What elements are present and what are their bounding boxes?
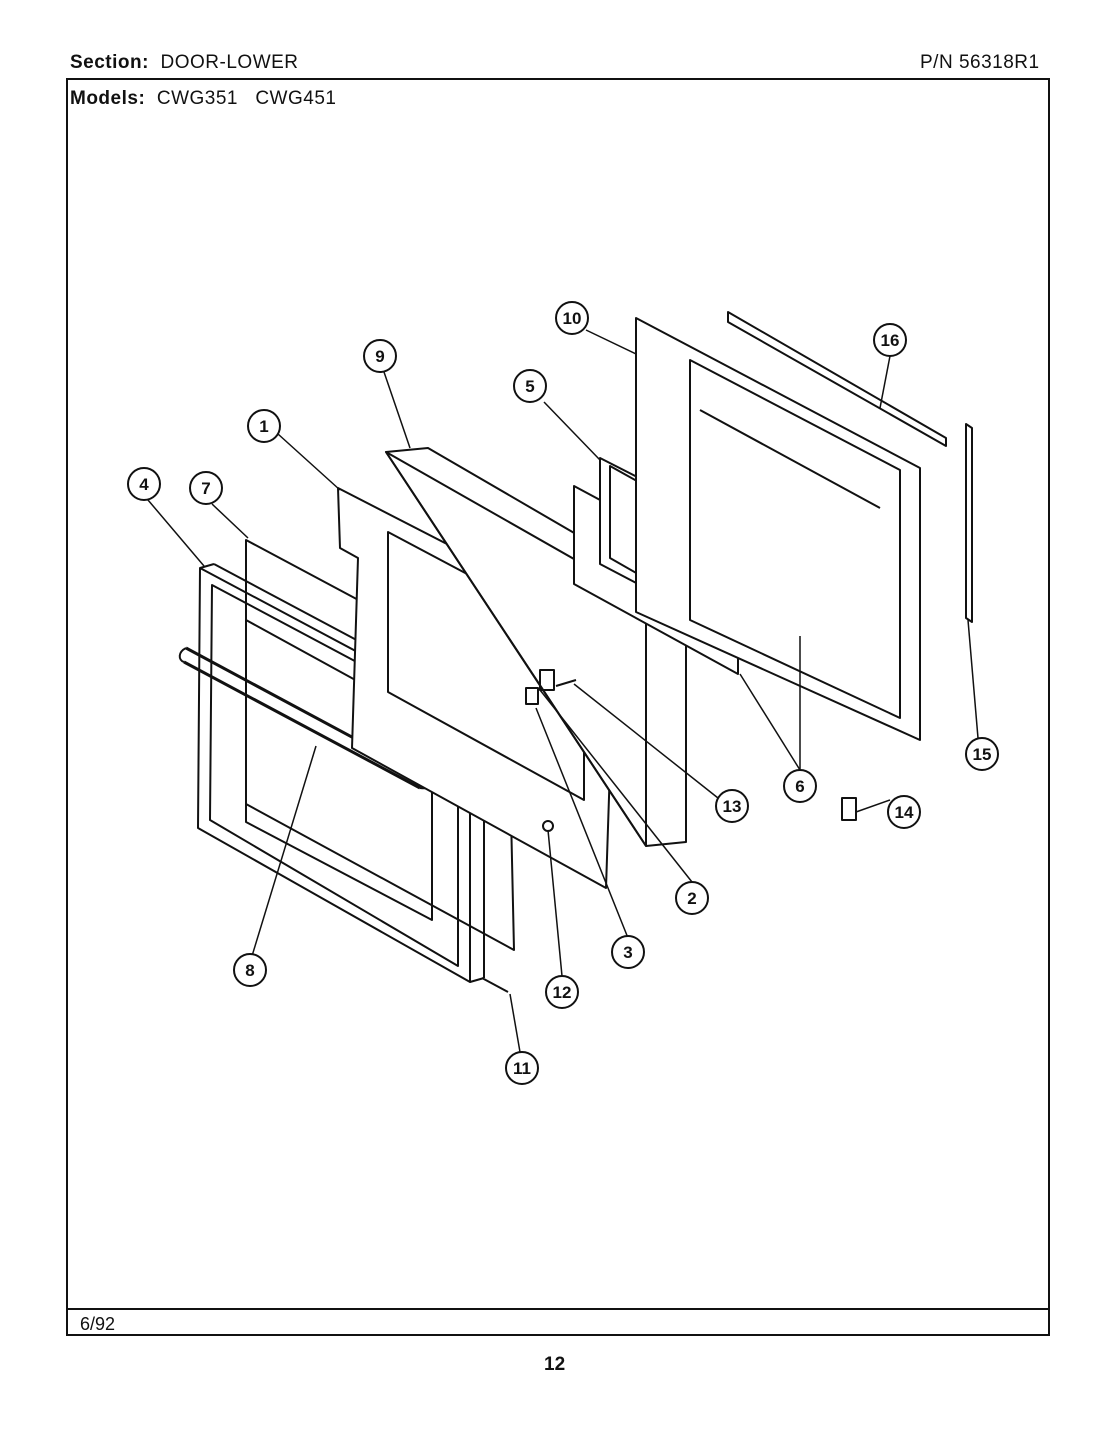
callout-10: 10: [555, 301, 589, 335]
callout-3: 3: [611, 935, 645, 969]
section-value: DOOR-LOWER: [160, 52, 299, 73]
svg-text:3: 3: [623, 943, 632, 962]
callout-9: 9: [363, 339, 397, 373]
svg-text:5: 5: [525, 377, 534, 396]
footer-date-box: 6/92: [66, 1308, 1050, 1336]
side-strip: [965, 423, 973, 623]
page-number: 12: [544, 1354, 566, 1375]
section-header: Section: DOOR-LOWER: [70, 52, 299, 74]
svg-text:10: 10: [563, 309, 582, 328]
callout-16: 16: [873, 323, 907, 357]
svg-text:6: 6: [795, 777, 804, 796]
models-line: Models: CWG351 CWG451: [70, 88, 336, 110]
svg-text:16: 16: [881, 331, 900, 350]
callout-4: 4: [127, 467, 161, 501]
models-label: Models:: [70, 88, 146, 109]
part-number: P/N 56318R1: [920, 52, 1040, 73]
top-strip: [727, 311, 947, 447]
callout-11: 11: [505, 1051, 539, 1085]
callout-13: 13: [715, 789, 749, 823]
small-bracket: [539, 669, 555, 691]
callout-2: 2: [675, 881, 709, 915]
svg-text:12: 12: [553, 983, 572, 1002]
svg-text:7: 7: [201, 479, 210, 498]
screw-13: [555, 679, 577, 687]
svg-text:14: 14: [895, 803, 914, 822]
model-1: CWG351: [156, 88, 238, 109]
leader-lines: [147, 329, 979, 1053]
section-label: Section:: [70, 52, 149, 73]
svg-text:1: 1: [259, 417, 268, 436]
model-2: CWG451: [255, 88, 337, 109]
svg-text:15: 15: [973, 745, 992, 764]
callout-6: 6: [783, 769, 817, 803]
callout-5: 5: [513, 369, 547, 403]
svg-text:8: 8: [245, 961, 254, 980]
diagram-frame: [66, 78, 1050, 1336]
callout-7: 7: [189, 471, 223, 505]
callout-12: 12: [545, 975, 579, 1009]
svg-text:2: 2: [687, 889, 696, 908]
svg-text:13: 13: [723, 797, 742, 816]
screw-11: [481, 977, 509, 993]
hinge-bracket: [525, 687, 539, 705]
callout-15: 15: [965, 737, 999, 771]
revision-date: 6/92: [80, 1314, 116, 1334]
callout-1: 1: [247, 409, 281, 443]
callout-8: 8: [233, 953, 267, 987]
svg-text:4: 4: [139, 475, 149, 494]
svg-text:11: 11: [513, 1059, 531, 1078]
clip-part: [841, 797, 857, 821]
callout-14: 14: [887, 795, 921, 829]
svg-text:9: 9: [375, 347, 384, 366]
inner-door-liner: [635, 317, 921, 741]
